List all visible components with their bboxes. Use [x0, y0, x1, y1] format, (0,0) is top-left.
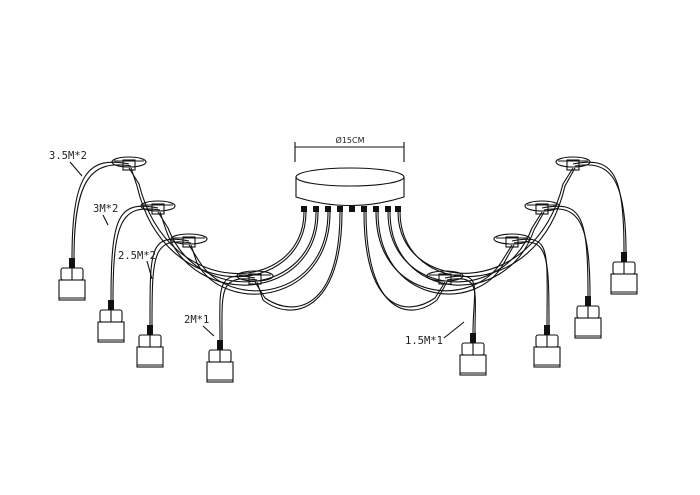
power-cord — [254, 211, 341, 308]
cord-outlet — [395, 206, 401, 212]
cord-outlets — [301, 206, 401, 212]
power-cord — [365, 211, 448, 311]
lamp-cord — [73, 164, 132, 259]
lamp-holder — [58, 258, 86, 301]
power-cord — [157, 211, 317, 283]
cord-hook — [426, 270, 464, 285]
length-label: 2M*1 — [184, 314, 209, 326]
cord-outlet — [361, 206, 367, 212]
cord-hook — [555, 156, 591, 171]
lamp-cord — [541, 205, 589, 297]
power-cord — [399, 167, 576, 278]
power-cord — [389, 211, 545, 286]
lamp-cord — [574, 164, 627, 253]
fixtures — [58, 156, 638, 383]
lamp-cord — [446, 278, 476, 334]
lamp-cord — [149, 238, 190, 326]
lamp-cord — [221, 278, 258, 341]
length-label: 3M*2 — [93, 203, 118, 215]
lamp-cord — [112, 208, 161, 301]
lamp-cord — [151, 241, 192, 326]
cord-hook — [236, 270, 274, 285]
lamp-holder — [136, 325, 164, 368]
lamp-cord — [219, 275, 256, 341]
cord-outlet — [313, 206, 319, 212]
power-cord — [159, 211, 319, 286]
lamp-cord — [444, 275, 476, 334]
lamp-cord — [572, 161, 625, 253]
label-3m: 3M*2 — [93, 203, 118, 226]
lamp-holder — [459, 333, 487, 376]
cord-outlet — [349, 206, 355, 212]
lamp-cord — [513, 241, 550, 326]
power-cord — [397, 167, 574, 274]
cord-hook — [111, 156, 147, 171]
cord-hook — [524, 200, 560, 215]
power-cord — [377, 211, 515, 295]
label-2m: 2M*1 — [184, 314, 215, 337]
length-label: 2.5M*2 — [118, 250, 156, 262]
power-cord — [256, 211, 343, 311]
lamp-holder — [206, 340, 234, 383]
cord-outlet — [385, 206, 391, 212]
power-cord — [188, 211, 329, 292]
diameter-label: Ø15CM — [336, 135, 365, 145]
power-cord — [387, 211, 543, 283]
ceiling-canopy — [295, 167, 405, 212]
length-label: 1.5M*1 — [405, 335, 443, 347]
power-cord — [128, 167, 305, 275]
cord-hook — [140, 200, 176, 215]
lamp-cord — [543, 208, 591, 297]
label-2-5m: 2.5M*2 — [118, 250, 156, 280]
cord-outlet — [373, 206, 379, 212]
lamp-cord — [511, 238, 548, 326]
power-cord — [130, 167, 307, 278]
lamp-holder — [97, 300, 125, 343]
cords — [71, 161, 627, 341]
lamp-cord — [71, 161, 130, 259]
power-cord — [363, 211, 446, 308]
lamp-holder — [574, 296, 602, 339]
cord-outlet — [337, 206, 343, 212]
power-cord — [190, 211, 331, 295]
cord-outlet — [325, 206, 331, 212]
cord-hook — [493, 233, 531, 248]
label-3-5m: 3.5M*2 — [49, 150, 87, 177]
cord-hook — [170, 233, 208, 248]
cord-outlet — [301, 206, 307, 212]
lamp-holder — [610, 252, 638, 295]
lamp-holder — [533, 325, 561, 368]
label-1-5m: 1.5M*1 — [405, 321, 465, 347]
length-label: 3.5M*2 — [49, 150, 87, 162]
power-cord — [375, 211, 513, 292]
lamp-cord — [110, 205, 159, 301]
diameter-dimension: Ø15CM — [294, 135, 405, 162]
